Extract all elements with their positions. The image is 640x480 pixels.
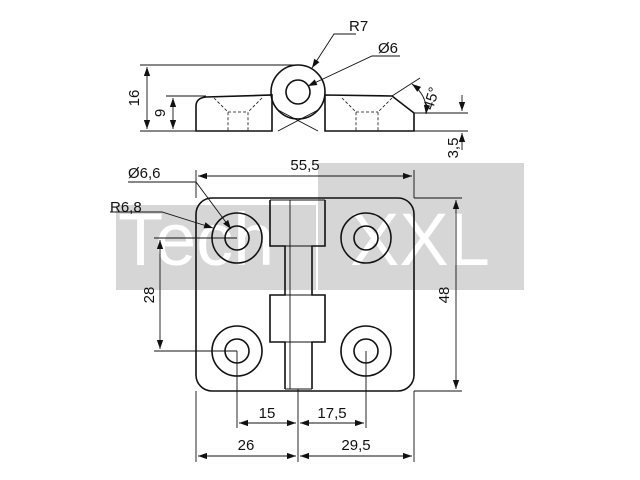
front-view: Ø6,6 R6,8 55,5 28 48 15 17,5 26 29,5 (110, 157, 462, 462)
r7-leader (311, 33, 356, 69)
dim-26-label: 26 (238, 437, 255, 454)
front-view-knuckle-joints (285, 245, 312, 343)
r6-8-leader (110, 211, 214, 229)
dim-16-ext (140, 64, 298, 132)
dim-9-label: 9 (152, 109, 169, 117)
side-view-top-line (205, 94, 273, 98)
angle-ext (391, 77, 421, 97)
dim-29-5-label: 29,5 (341, 437, 370, 454)
front-view-outline (195, 197, 415, 392)
dim-3-5-ext (414, 112, 468, 132)
side-view-knuckle-lines (277, 109, 319, 132)
dim-16-label: 16 (126, 90, 143, 107)
dim-55-5-label: 55,5 (290, 157, 319, 174)
side-view: 16 9 R7 Ø6 45° 3,5 (126, 18, 468, 158)
r7-label: R7 (349, 18, 368, 35)
r6-8-label: R6,8 (110, 199, 142, 216)
bottom-dim-ext (195, 351, 415, 462)
watermark-box-left (116, 205, 316, 290)
d6-6-label: Ø6,6 (128, 165, 161, 182)
side-view-right-leaf (324, 94, 415, 132)
side-view-hidden-left (213, 97, 263, 131)
side-view-hidden-right (341, 97, 393, 131)
dim-15-label: 15 (259, 405, 276, 422)
watermark-box-right (318, 163, 524, 290)
angle-label: 45° (420, 85, 443, 112)
dim-48-ext (414, 197, 462, 392)
dim-48-label: 48 (436, 287, 453, 304)
side-view-left-leaf (195, 94, 273, 132)
front-view-knuckle-ends (270, 199, 325, 390)
d6-label: Ø6 (378, 40, 398, 57)
angle-arc (411, 83, 431, 115)
watermark-text-right: XXL (350, 198, 490, 281)
dim-3-5-label: 3,5 (445, 138, 462, 159)
dim-17-5-label: 17,5 (317, 405, 346, 422)
side-view-pin-hole (285, 79, 311, 105)
front-view-knuckle (269, 200, 326, 389)
d6-leader (307, 55, 400, 87)
dim-28-ext (154, 237, 237, 352)
dim-28-label: 28 (141, 287, 158, 304)
watermark: Tech XXL (116, 163, 524, 290)
dim-55-5-ext (195, 170, 415, 198)
hole-top-right (340, 212, 392, 264)
